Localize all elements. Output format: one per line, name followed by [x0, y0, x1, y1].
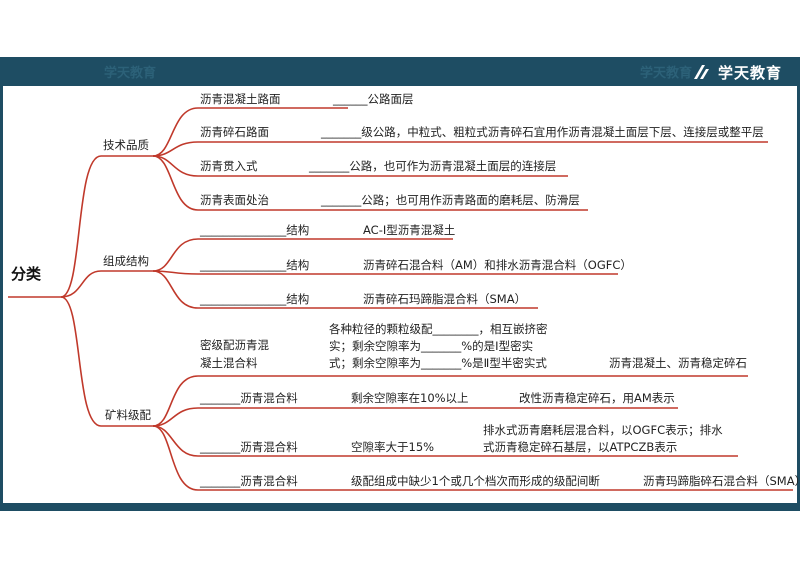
- root-node: 分类: [11, 265, 42, 283]
- header-band: [0, 57, 800, 86]
- frame-left: [0, 86, 3, 504]
- branch-grad-3: [152, 425, 738, 457]
- grading-item-example-line: 式沥青稳定碎石基层，以ATPCZB表示: [483, 440, 678, 454]
- grading-item-name: _______沥青混合料: [200, 440, 298, 454]
- group-label-comp: 组成结构: [103, 254, 149, 268]
- group-label-grading: 矿料级配: [105, 408, 151, 422]
- watermark-right: 学天教育: [640, 66, 693, 81]
- comp-item-desc: 沥青碎石玛蹄脂混合料（SMA）: [363, 292, 527, 306]
- tech-item-name: 沥青混凝土路面: [200, 92, 281, 106]
- group-label-tech: 技术品质: [103, 138, 149, 152]
- logo-icon: [692, 63, 712, 81]
- comp-item-name: _______________结构: [200, 258, 310, 272]
- frame-right: [797, 86, 800, 504]
- grading-item-name: _______沥青混合料: [200, 474, 298, 488]
- grading-item-example: 改性沥青稳定碎石，用AM表示: [519, 391, 675, 405]
- comp-item-desc: AC-I型沥青混凝土: [363, 223, 456, 237]
- watermark-left: 学天教育: [104, 66, 157, 81]
- branch-tech-1: [152, 107, 348, 157]
- branch-root-comp: [60, 270, 153, 298]
- tech-item-name: 沥青表面处治: [200, 193, 269, 207]
- grading-item-desc-line: 式；剩余空隙率为_______%是Ⅱ型半密实式: [329, 356, 547, 370]
- branch-comp-2: [152, 270, 618, 275]
- tech-item-desc: ______公路面层: [333, 92, 414, 106]
- tech-item-name: 沥青贯入式: [200, 159, 258, 173]
- grading-item-desc: 剩余空隙率在10%以上: [351, 391, 469, 405]
- branch-tech-3: [152, 155, 568, 177]
- branch-grad-1: [152, 375, 748, 427]
- branch-comp-3: [152, 270, 538, 309]
- branch-comp-1: [152, 238, 453, 272]
- tech-item-desc: _______公路；也可用作沥青路面的磨耗层、防滑层: [321, 193, 580, 207]
- branch-grad-4: [152, 425, 793, 491]
- grading-item-name-line: 密级配沥青混: [200, 338, 269, 352]
- grading-item-name-line: 凝土混合料: [200, 356, 258, 370]
- branch-tech-4: [152, 155, 588, 211]
- branch-tech-2: [152, 141, 768, 157]
- branch-root-tech: [60, 155, 153, 298]
- grading-item-desc-line: 各种粒径的颗粒级配________，相互嵌挤密: [329, 322, 548, 336]
- brand-logo: 学天教育: [692, 60, 782, 84]
- tech-item-desc: _______公路，也可作为沥青混凝土面层的连接层: [309, 159, 557, 173]
- brand-name: 学天教育: [717, 63, 782, 82]
- grading-item-name: _______沥青混合料: [200, 391, 298, 405]
- comp-item-name: _______________结构: [200, 292, 310, 306]
- grading-item-desc-line: 实；剩余空隙率为_______%的是Ⅰ型密实: [329, 339, 534, 353]
- grading-item-example-line: 排水式沥青磨耗层混合料，以OGFC表示；排水: [483, 423, 723, 437]
- tech-item-desc: _______级公路，中粒式、粗粒式沥青碎石宜用作沥青混凝土面层下层、连接层或整…: [321, 125, 764, 139]
- branch-grad-2: [152, 407, 678, 427]
- tech-item-name: 沥青碎石路面: [200, 125, 269, 139]
- branch-root-grad: [60, 296, 153, 427]
- comp-item-name: _______________结构: [200, 223, 310, 237]
- branch-lines: [8, 107, 793, 491]
- grading-item-example: 沥青玛蹄脂碎石混合料（SMA）: [643, 474, 800, 488]
- footer-band: [0, 503, 800, 511]
- grading-item-desc: 级配组成中缺少1个或几个档次而形成的级配间断: [351, 474, 600, 488]
- comp-item-desc: 沥青碎石混合料（AM）和排水沥青混合料（OGFC）: [363, 258, 632, 272]
- grading-item-example: 沥青混凝土、沥青稳定碎石: [609, 356, 747, 370]
- mindmap-canvas: 分类 技术品质 组成结构 矿料级配 沥青混凝土路面 ______公路面层 沥青碎…: [3, 86, 800, 503]
- grading-item-desc: 空隙率大于15%: [351, 440, 435, 454]
